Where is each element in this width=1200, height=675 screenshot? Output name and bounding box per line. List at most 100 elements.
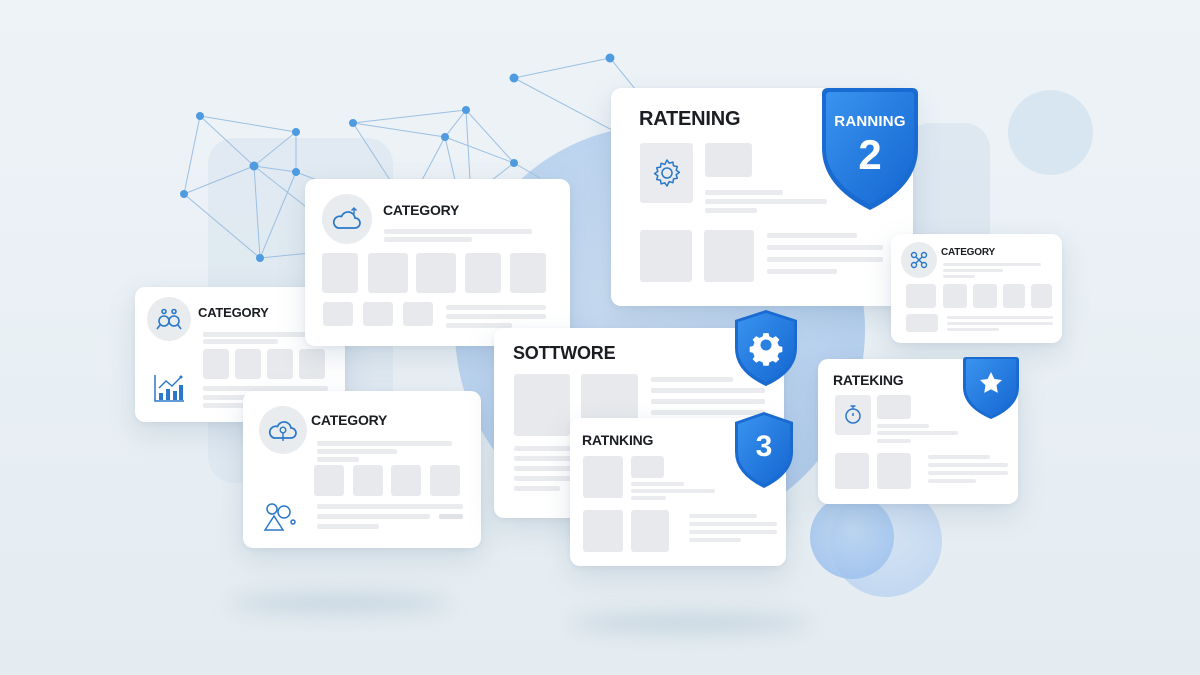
placeholder-line — [947, 328, 999, 331]
badge-number: 2 — [858, 131, 882, 178]
placeholder-block — [267, 349, 293, 379]
placeholder-line — [928, 455, 990, 459]
placeholder-block — [906, 284, 936, 308]
placeholder-line — [514, 466, 574, 471]
rateking-icon-box — [835, 395, 871, 435]
category-icon-circle — [322, 194, 372, 244]
placeholder-line — [317, 524, 379, 529]
placeholder-line — [317, 441, 452, 446]
placeholder-line — [317, 457, 359, 462]
placeholder-block — [403, 302, 433, 326]
placeholder-block — [323, 302, 353, 326]
placeholder-line — [514, 456, 574, 461]
placeholder-line — [317, 504, 463, 509]
placeholder-line — [767, 257, 883, 262]
category-card-bottom[interactable]: CATEGORY — [243, 391, 481, 548]
card-title: CATEGORY — [941, 247, 995, 258]
placeholder-line — [928, 471, 1008, 475]
placeholder-line — [877, 431, 958, 435]
placeholder-line — [689, 538, 741, 542]
placeholder-block — [1003, 284, 1025, 308]
placeholder-block — [583, 510, 623, 552]
placeholder-line — [705, 208, 757, 213]
ranking-3-badge[interactable]: 3 — [733, 410, 795, 490]
card-title: CATEGORY — [311, 412, 388, 428]
network-nodes-icon — [910, 251, 928, 269]
gear-icon — [653, 159, 680, 187]
placeholder-line — [446, 323, 512, 328]
placeholder-line — [767, 245, 883, 250]
placeholder-line — [947, 322, 1053, 325]
placeholder-block — [368, 253, 408, 293]
background-circle-bottom-right-b — [810, 495, 894, 579]
placeholder-line — [631, 489, 715, 493]
placeholder-block — [877, 395, 911, 419]
ranking-2-badge[interactable]: RANNING 2 — [820, 86, 920, 212]
category-card-top[interactable]: CATEGORY — [305, 179, 570, 346]
placeholder-line — [446, 314, 546, 319]
placeholder-line — [651, 388, 765, 393]
placeholder-line — [651, 399, 765, 404]
placeholder-block — [430, 465, 460, 496]
placeholder-line — [928, 463, 1008, 467]
placeholder-line — [203, 395, 253, 400]
shapes-icon — [263, 503, 296, 531]
placeholder-line — [877, 424, 929, 428]
placeholder-block — [353, 465, 383, 496]
placeholder-block — [203, 349, 229, 379]
placeholder-line — [446, 305, 546, 310]
placeholder-block — [835, 453, 869, 489]
placeholder-block — [581, 374, 638, 420]
card-title: SOTTWORE — [513, 343, 616, 363]
settings-badge[interactable] — [731, 308, 801, 388]
placeholder-block — [299, 349, 325, 379]
placeholder-block — [877, 453, 911, 489]
placeholder-block — [631, 510, 669, 552]
placeholder-line — [705, 199, 827, 204]
floor-shadow-right — [570, 612, 810, 634]
placeholder-line — [689, 530, 777, 534]
placeholder-block — [235, 349, 261, 379]
background-circle-top-right — [1008, 90, 1093, 175]
placeholder-line — [631, 482, 684, 486]
placeholder-line — [384, 237, 472, 242]
star-badge[interactable] — [961, 355, 1021, 421]
placeholder-line — [947, 316, 1053, 319]
placeholder-line — [514, 446, 574, 451]
category-icon-circle — [147, 297, 191, 341]
timer-icon — [845, 405, 861, 424]
category-icon-circle — [259, 406, 307, 454]
people-search-icon — [156, 308, 182, 330]
badge-label: RANNING — [834, 113, 906, 130]
placeholder-block — [322, 253, 358, 293]
category-card-right[interactable]: CATEGORY — [891, 234, 1062, 343]
placeholder-line — [203, 332, 333, 337]
placeholder-line — [928, 479, 976, 483]
placeholder-line — [767, 233, 857, 238]
placeholder-block — [363, 302, 393, 326]
placeholder-line — [439, 514, 463, 519]
placeholder-line — [689, 514, 757, 518]
placeholder-block — [704, 230, 754, 282]
placeholder-line — [203, 386, 328, 391]
placeholder-block — [640, 230, 692, 282]
placeholder-line — [943, 263, 1041, 266]
star-icon — [980, 372, 1002, 393]
placeholder-line — [651, 377, 733, 382]
placeholder-block — [510, 253, 546, 293]
placeholder-block — [705, 143, 752, 177]
cloud-tree-icon — [268, 421, 297, 441]
card-title: CATEGORY — [198, 305, 269, 320]
placeholder-block — [391, 465, 421, 496]
placeholder-line — [651, 410, 765, 415]
placeholder-line — [317, 514, 430, 519]
placeholder-block — [465, 253, 501, 293]
placeholder-line — [943, 269, 1003, 272]
badge-number: 3 — [755, 430, 773, 463]
placeholder-block — [314, 465, 344, 496]
placeholder-block — [514, 374, 570, 436]
placeholder-line — [877, 439, 911, 443]
card-title: RATNKING — [582, 432, 654, 448]
category-icon-circle — [901, 242, 937, 278]
